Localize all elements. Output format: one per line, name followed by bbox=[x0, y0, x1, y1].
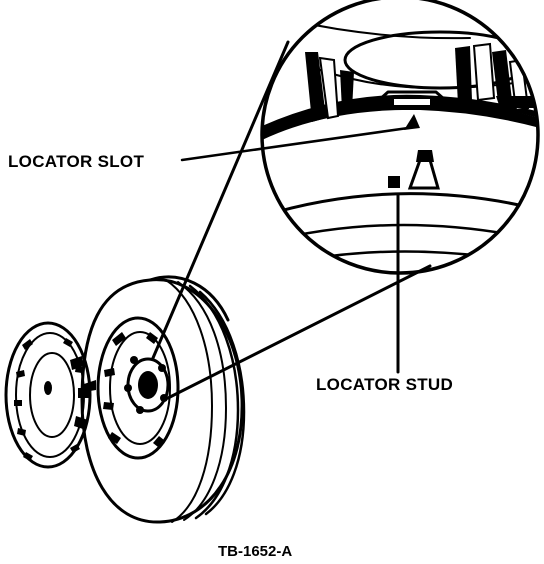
magnifier-tangent-lines bbox=[148, 40, 432, 400]
hubcap bbox=[4, 321, 92, 469]
locator-slot-label: LOCATOR SLOT bbox=[8, 152, 144, 171]
locator-slot-notch bbox=[368, 90, 454, 110]
locator-slot-leader bbox=[180, 114, 420, 162]
locator-stud-label: LOCATOR STUD bbox=[316, 375, 453, 394]
locator-stud bbox=[388, 150, 440, 190]
magnifier-ring bbox=[260, 0, 540, 275]
tire-and-wheel bbox=[80, 275, 246, 524]
hubcap-retaining-tabs bbox=[305, 42, 538, 122]
figure-id-label: TB-1652-A bbox=[218, 543, 292, 560]
